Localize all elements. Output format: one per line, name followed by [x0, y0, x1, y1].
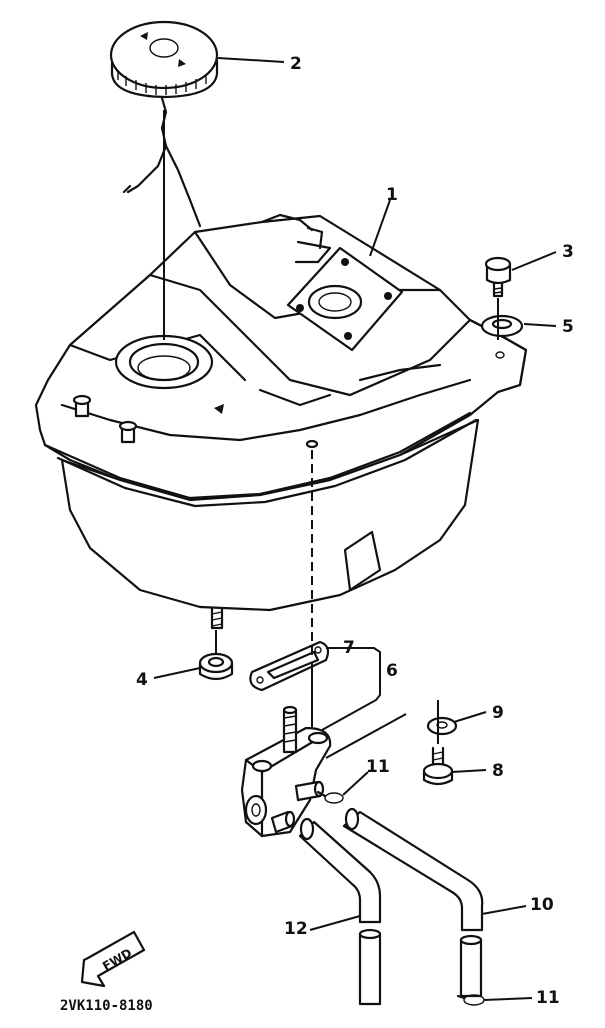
bolt-part-3	[484, 256, 512, 298]
part-label-11-upper: 11	[366, 757, 390, 777]
part-label-1: 1	[386, 185, 398, 205]
part-label-6: 6	[386, 661, 398, 681]
hose-part-10	[342, 807, 484, 998]
part-label-5: 5	[562, 317, 574, 337]
washer-part-9	[426, 716, 458, 736]
part-label-2: 2	[290, 54, 302, 74]
plug-part-4	[198, 652, 234, 681]
grommet-part-5	[480, 314, 524, 338]
part-label-3: 3	[562, 242, 574, 262]
part-label-11-lower: 11	[536, 988, 560, 1008]
part-label-9: 9	[492, 703, 504, 723]
clip-upper-part-11	[316, 790, 344, 804]
assembly-guides	[163, 110, 499, 759]
hose-part-12	[298, 817, 382, 1006]
part-label-7: 7	[343, 638, 355, 658]
fuel-cock	[240, 705, 332, 838]
fwd-arrow: FWD	[80, 930, 146, 988]
screw-part-8	[422, 746, 454, 786]
diagram-reference-code: 2VK110-8180	[60, 998, 153, 1014]
part-labels: 2 1 3 5 7 6 4 9 8 11 10 12 11	[136, 54, 574, 1008]
part-label-12: 12	[284, 919, 308, 939]
fuel-tank	[34, 213, 528, 630]
gasket-part-7	[249, 640, 330, 692]
part-label-10: 10	[530, 895, 554, 915]
callout-leaders	[153, 57, 557, 1001]
fuel-cap	[109, 20, 219, 228]
part-label-8: 8	[492, 761, 504, 781]
part-label-4: 4	[136, 670, 148, 690]
